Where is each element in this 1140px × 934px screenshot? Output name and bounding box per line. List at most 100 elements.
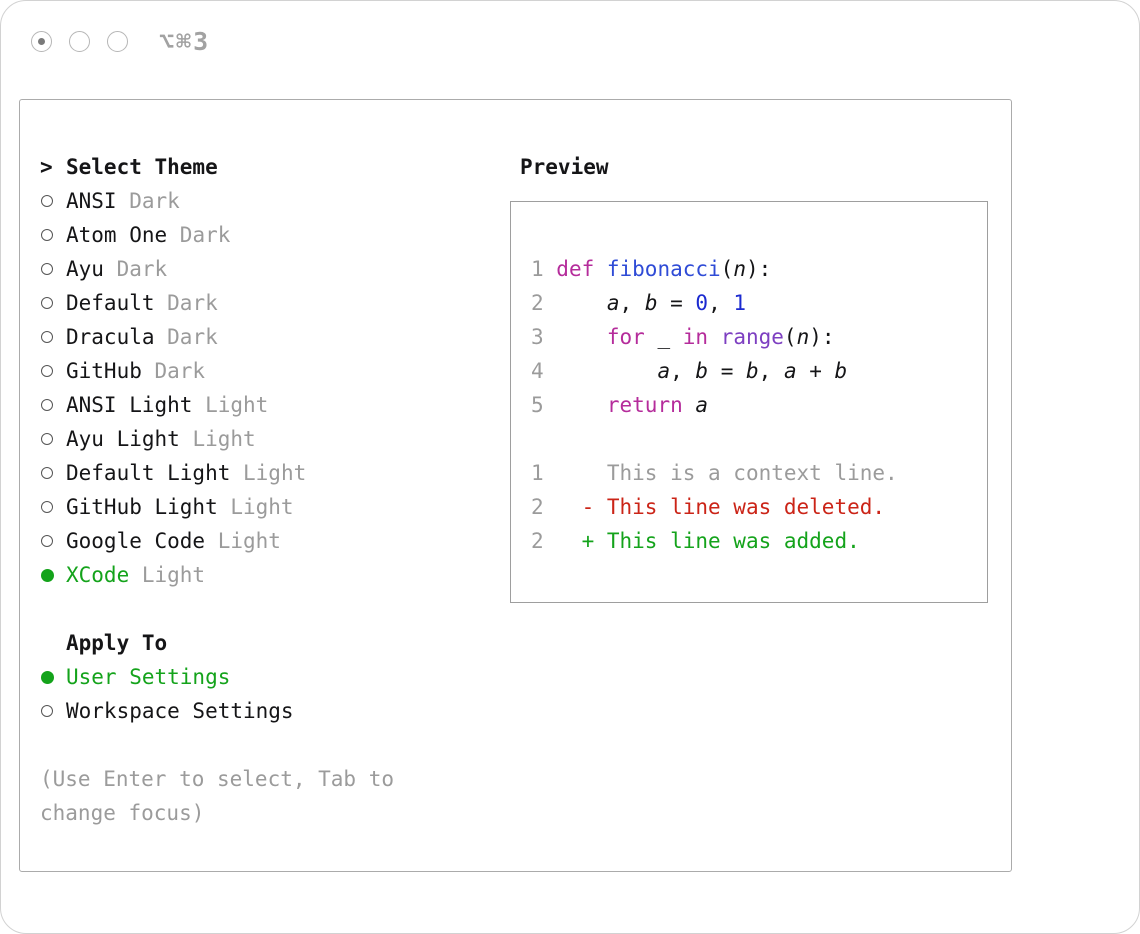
- code-token: ,: [670, 359, 696, 383]
- radio-circle: [41, 501, 53, 513]
- option-name: Google Code: [66, 529, 206, 553]
- theme-option[interactable]: Dracula Dark: [40, 320, 490, 354]
- theme-option[interactable]: Default Light Light: [40, 456, 490, 490]
- option-label: Dracula Dark: [66, 325, 218, 349]
- code-token: =: [657, 291, 696, 315]
- theme-option[interactable]: Google Code Light: [40, 524, 490, 558]
- code-token: 2: [531, 495, 544, 519]
- preview-column: Preview 1 def fibonacci(n):2 a, b = 0, 1…: [502, 150, 988, 603]
- radio-circle: [41, 467, 53, 479]
- code-token: a: [695, 393, 709, 417]
- code-token: [544, 529, 582, 553]
- code-line: 1 def fibonacci(n):: [531, 252, 987, 286]
- theme-option[interactable]: Default Dark: [40, 286, 490, 320]
- traffic-light-zoom[interactable]: [107, 31, 128, 52]
- option-variant: Light: [179, 427, 256, 451]
- theme-option[interactable]: ANSI Light Light: [40, 388, 490, 422]
- option-variant: Dark: [116, 189, 180, 213]
- option-label: Workspace Settings: [66, 699, 294, 723]
- option-label: Ayu Light Light: [66, 427, 256, 451]
- option-name: Ayu Light: [66, 427, 180, 451]
- window-shortcut-label: ⌥⌘3: [159, 27, 211, 56]
- option-label: XCode Light: [66, 563, 205, 587]
- apply-to-option[interactable]: User Settings: [40, 660, 490, 694]
- code-token: 1: [733, 291, 747, 315]
- radio-circle: [41, 195, 53, 207]
- prompt-caret-icon: >: [40, 155, 53, 179]
- apply-to-option[interactable]: Workspace Settings: [40, 694, 490, 728]
- code-token: - This line was deleted.: [581, 495, 886, 519]
- code-token: b: [644, 291, 658, 315]
- theme-option[interactable]: Ayu Dark: [40, 252, 490, 286]
- radio-icon: [40, 399, 66, 411]
- option-label: ANSI Light Light: [66, 393, 268, 417]
- code-token: [556, 393, 607, 417]
- titlebar: ⌥⌘3: [31, 27, 210, 56]
- code-line: [531, 422, 987, 456]
- code-line: 4 a, b = b, a + b: [531, 354, 987, 388]
- code-token: a: [606, 291, 620, 315]
- option-name: User Settings: [66, 665, 231, 689]
- theme-option[interactable]: GitHub Light Light: [40, 490, 490, 524]
- code-token: [683, 393, 696, 417]
- code-token: [544, 495, 582, 519]
- theme-option[interactable]: XCode Light: [40, 558, 490, 592]
- theme-option[interactable]: ANSI Dark: [40, 184, 490, 218]
- theme-option[interactable]: Atom One Dark: [40, 218, 490, 252]
- prompt-marker: >: [40, 155, 66, 179]
- option-variant: Dark: [154, 325, 218, 349]
- code-token: 0: [695, 291, 709, 315]
- code-token: ,: [619, 291, 645, 315]
- code-token: _: [644, 325, 683, 349]
- radio-icon: [40, 365, 66, 377]
- code-token: 5: [531, 393, 557, 417]
- radio-icon: [40, 195, 66, 207]
- option-label: Atom One Dark: [66, 223, 230, 247]
- code-line: 2 a, b = 0, 1: [531, 286, 987, 320]
- radio-icon: [40, 433, 66, 445]
- option-variant: Dark: [103, 257, 168, 281]
- theme-option[interactable]: Ayu Light Light: [40, 422, 490, 456]
- code-token: n: [796, 325, 810, 349]
- traffic-light-dot-icon: [38, 38, 45, 45]
- option-name: Default Light: [66, 461, 231, 485]
- code-token: 1: [531, 461, 544, 485]
- theme-option[interactable]: GitHub Dark: [40, 354, 490, 388]
- radio-circle: [41, 535, 53, 547]
- code-token: + This line was added.: [581, 529, 860, 553]
- option-name: ANSI: [66, 189, 117, 213]
- select-theme-title: Select Theme: [66, 155, 218, 179]
- preview-title: Preview: [520, 155, 609, 179]
- option-name: ANSI Light: [66, 393, 193, 417]
- code-token: [556, 325, 607, 349]
- code-token: This is a context line.: [543, 461, 898, 485]
- radio-icon: [40, 263, 66, 275]
- code-line: 2 - This line was deleted.: [531, 490, 987, 524]
- radio-selected-icon: [40, 670, 66, 684]
- code-token: ):: [745, 257, 772, 281]
- option-name: Default: [66, 291, 155, 315]
- code-token: ):: [809, 325, 835, 349]
- traffic-light-minimize[interactable]: [69, 31, 90, 52]
- hint-text: (Use Enter to select, Tab to change focu…: [40, 767, 395, 825]
- traffic-light-close[interactable]: [31, 31, 52, 52]
- code-token: return: [606, 393, 683, 417]
- option-name: GitHub: [66, 359, 142, 383]
- code-line: 2 + This line was added.: [531, 524, 987, 558]
- radio-icon: [40, 467, 66, 479]
- radio-circle: [41, 297, 53, 309]
- code-token: (: [720, 257, 734, 281]
- option-variant: Light: [129, 563, 206, 587]
- option-label: Default Light Light: [66, 461, 306, 485]
- code-token: in: [682, 325, 709, 349]
- select-theme-title-row: > Select Theme: [40, 150, 490, 184]
- option-name: XCode: [66, 563, 130, 587]
- code-token: b: [695, 359, 709, 383]
- option-variant: Light: [205, 529, 281, 553]
- radio-icon: [40, 229, 66, 241]
- radio-circle: [41, 365, 53, 377]
- code-token: a: [783, 359, 797, 383]
